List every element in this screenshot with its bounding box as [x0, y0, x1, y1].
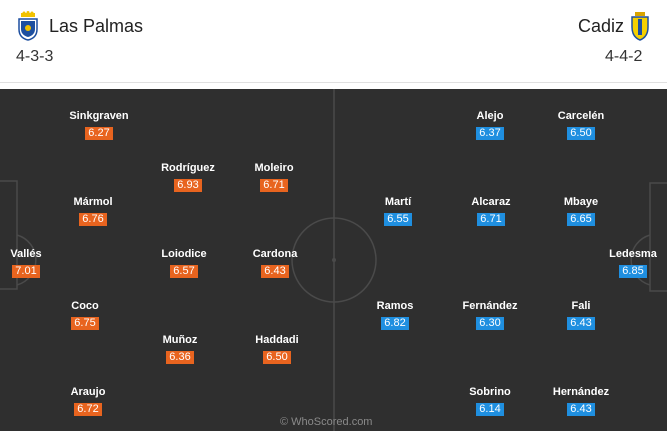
player-name: Muñoz: [162, 334, 198, 346]
away-player-ledesma[interactable]: Ledesma 6.85: [593, 248, 667, 279]
player-rating: 6.55: [384, 213, 412, 226]
match-header: Las Palmas 4-3-3 Cadiz 4-4-2: [0, 0, 667, 80]
away-player-fali[interactable]: Fali 6.43: [541, 300, 621, 331]
player-rating: 6.71: [477, 213, 505, 226]
player-rating: 6.72: [74, 403, 102, 416]
player-name: Fali: [571, 300, 591, 312]
player-rating: 6.50: [567, 127, 595, 140]
player-rating: 6.30: [476, 317, 504, 330]
player-rating: 6.82: [381, 317, 409, 330]
home-player-sinkgraven[interactable]: Sinkgraven 6.27: [59, 110, 139, 141]
las-palmas-crest-icon: [18, 11, 38, 41]
player-name: Moleiro: [254, 162, 294, 174]
home-player-rodriguez[interactable]: Rodríguez 6.93: [148, 162, 228, 193]
player-name: Araujo: [70, 386, 106, 398]
player-name: Cardona: [252, 248, 298, 260]
player-rating: 6.76: [79, 213, 107, 226]
home-player-munoz[interactable]: Muñoz 6.36: [140, 334, 220, 365]
away-team-name[interactable]: Cadiz: [578, 16, 625, 36]
player-rating: 6.85: [619, 265, 647, 278]
player-rating: 6.36: [166, 351, 194, 364]
home-player-araujo[interactable]: Araujo 6.72: [48, 386, 128, 417]
player-name: Hernández: [552, 386, 610, 398]
away-player-marti[interactable]: Martí 6.55: [358, 196, 438, 227]
player-name: Sobrino: [469, 386, 511, 398]
player-rating: 6.93: [174, 179, 202, 192]
player-rating: 6.65: [567, 213, 595, 226]
player-rating: 6.27: [85, 127, 113, 140]
player-rating: 6.50: [263, 351, 291, 364]
player-name: Alcaraz: [471, 196, 511, 208]
home-player-loiodice[interactable]: Loiodice 6.57: [144, 248, 224, 279]
player-rating: 6.43: [261, 265, 289, 278]
player-rating: 6.14: [476, 403, 504, 416]
home-player-valles[interactable]: Vallés 7.01: [0, 248, 66, 279]
player-name: Alejo: [476, 110, 504, 122]
away-player-alejo[interactable]: Alejo 6.37: [450, 110, 530, 141]
watermark: © WhoScored.com: [280, 416, 373, 428]
player-rating: 6.43: [567, 403, 595, 416]
away-player-alcaraz[interactable]: Alcaraz 6.71: [451, 196, 531, 227]
player-rating: 6.57: [170, 265, 198, 278]
player-name: Haddadi: [255, 334, 299, 346]
home-player-marmol[interactable]: Mármol 6.76: [53, 196, 133, 227]
home-player-moleiro[interactable]: Moleiro 6.71: [234, 162, 314, 193]
away-formation: 4-4-2: [605, 48, 643, 65]
away-player-ramos[interactable]: Ramos 6.82: [355, 300, 435, 331]
home-player-coco[interactable]: Coco 6.75: [45, 300, 125, 331]
player-name: Vallés: [10, 248, 42, 260]
player-name: Mbaye: [563, 196, 599, 208]
away-player-hernandez[interactable]: Hernández 6.43: [541, 386, 621, 417]
header-divider: [0, 82, 667, 83]
player-name: Carcelén: [557, 110, 605, 122]
player-name: Ramos: [376, 300, 414, 312]
player-rating: 6.37: [476, 127, 504, 140]
player-rating: 6.71: [260, 179, 288, 192]
away-player-carcelen[interactable]: Carcelén 6.50: [541, 110, 621, 141]
player-name: Mármol: [73, 196, 113, 208]
home-player-haddadi[interactable]: Haddadi 6.50: [237, 334, 317, 365]
away-player-sobrino[interactable]: Sobrino 6.14: [450, 386, 530, 417]
pitch-markings: [0, 89, 667, 431]
player-rating: 6.75: [71, 317, 99, 330]
player-name: Coco: [71, 300, 99, 312]
away-player-mbaye[interactable]: Mbaye 6.65: [541, 196, 621, 227]
player-name: Sinkgraven: [69, 110, 129, 122]
home-team-name[interactable]: Las Palmas: [49, 16, 144, 36]
player-name: Ledesma: [609, 248, 657, 260]
away-player-fernandez[interactable]: Fernández 6.30: [450, 300, 530, 331]
player-name: Fernández: [462, 300, 518, 312]
player-rating: 6.43: [567, 317, 595, 330]
pitch: Sinkgraven 6.27 Rodríguez 6.93 Moleiro 6.71…: [0, 89, 667, 431]
cadiz-crest-icon: [631, 12, 649, 41]
home-player-cardona[interactable]: Cardona 6.43: [235, 248, 315, 279]
player-name: Martí: [384, 196, 412, 208]
player-name: Loiodice: [161, 248, 207, 260]
player-name: Rodríguez: [161, 162, 215, 174]
home-formation: 4-3-3: [16, 48, 54, 65]
player-rating: 7.01: [12, 265, 40, 278]
